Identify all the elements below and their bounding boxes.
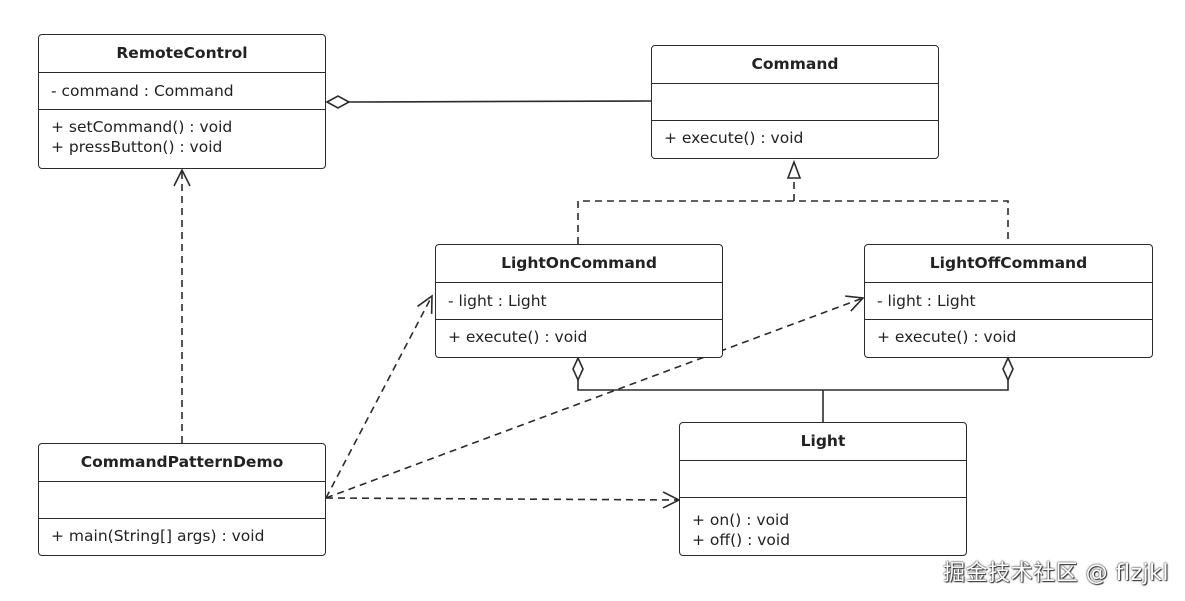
operations-section: + on() : void + off() : void [680,497,966,550]
operations-section: + main(String[] args) : void [39,518,325,546]
operation: + execute() : void [664,129,804,147]
class-name: LightOffCommand [929,254,1088,272]
attribute: - light : Light [448,292,547,310]
class-name: LightOnCommand [501,254,657,272]
realization-triangle [786,159,802,179]
operations-section: + execute() : void [436,319,722,347]
operations-section: + setCommand() : void + pressButton() : … [39,109,325,157]
operation: + setCommand() : void [51,118,233,136]
operation: + execute() : void [877,328,1017,346]
class-light-off-command[interactable]: LightOffCommand - light : Light + execut… [864,244,1153,358]
class-remote-control[interactable]: RemoteControl - command : Command + setC… [38,34,326,169]
dependency-demo-to-lighton [325,294,433,499]
aggregation-remote-to-command [348,100,652,103]
class-name: Command [751,55,839,73]
attributes-section [652,83,938,120]
class-light-on-command[interactable]: LightOnCommand - light : Light + execute… [435,244,723,358]
class-command[interactable]: Command + execute() : void [651,45,939,159]
aggregation-diamond-remote [325,95,351,109]
attributes-section: - light : Light [436,282,722,319]
class-name: CommandPatternDemo [80,453,284,471]
operation: + on() : void [692,511,790,529]
attributes-section: - command : Command [39,72,325,109]
class-name: RemoteControl [116,44,248,62]
class-command-pattern-demo[interactable]: CommandPatternDemo + main(String[] args)… [38,443,326,556]
aggregation-diamond-lighton [572,356,584,382]
operation: + pressButton() : void [51,138,223,156]
operation: + main(String[] args) : void [51,527,265,545]
aggregation-diamond-lightoff [1002,356,1014,382]
class-light[interactable]: Light + on() : void + off() : void [679,422,967,556]
attributes-section [39,481,325,518]
watermark: 掘金技术社区 @ flzjkl [943,561,1169,586]
attribute: - light : Light [877,292,976,310]
class-name: Light [800,432,846,450]
aggregation-commands-to-light [577,380,1009,391]
operation: + off() : void [692,531,791,549]
attribute: - command : Command [51,82,234,100]
realization-lighton-to-command [577,200,1009,244]
operations-section: + execute() : void [865,319,1152,347]
dependency-demo-to-light [325,491,681,509]
attributes-section: - light : Light [865,282,1152,319]
attributes-section [680,460,966,497]
operations-section: + execute() : void [652,120,938,148]
operation: + execute() : void [448,328,588,346]
